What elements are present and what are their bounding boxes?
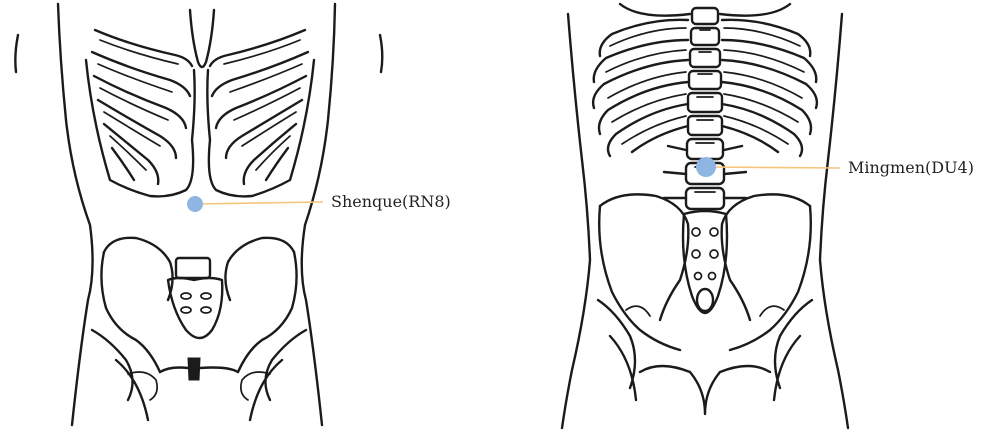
shenque-leader-line (195, 202, 323, 204)
back-pelvis (598, 194, 812, 414)
back-ribs-left (593, 20, 688, 156)
front-sternum (190, 10, 214, 67)
front-torso-illustration (15, 4, 382, 425)
mingmen-point-marker (696, 157, 716, 177)
mingmen-leader-line (706, 167, 840, 168)
back-body-outline-left (562, 14, 590, 428)
acupoint-markers (187, 157, 840, 212)
back-spine (664, 8, 746, 209)
mingmen-label: Mingmen(DU4) (848, 158, 974, 177)
shenque-point-marker (187, 196, 203, 212)
front-ribs-left (86, 30, 195, 196)
shenque-label: Shenque(RN8) (331, 192, 451, 211)
front-body-outline-left (15, 4, 92, 425)
back-body-outline-right (820, 14, 848, 428)
acupoint-labels: Shenque(RN8) Mingmen(DU4) (331, 158, 974, 211)
front-pelvis (92, 238, 306, 420)
front-ribs-right (207, 30, 314, 196)
back-torso-illustration (562, 4, 848, 428)
back-ribs-right (722, 20, 817, 156)
